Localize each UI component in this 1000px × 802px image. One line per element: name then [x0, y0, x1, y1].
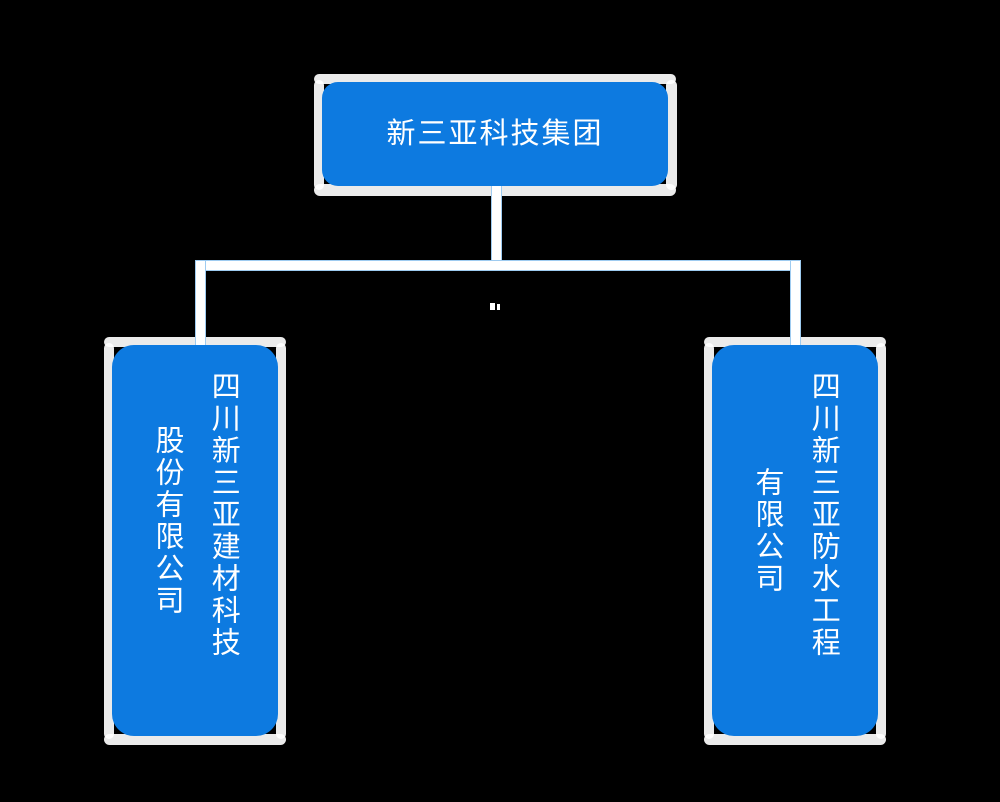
- left-node-halo-left: [104, 343, 114, 739]
- root-node-halo-left: [314, 80, 324, 190]
- right-child-label-column-1: 四川新三亚防水工程: [807, 371, 840, 659]
- right-child-label-column-2: 有限公司: [751, 467, 783, 595]
- left-node-halo-bottom: [104, 734, 286, 745]
- left-node-halo-right: [276, 343, 286, 739]
- org-node-root-label: 新三亚科技集团: [386, 117, 604, 150]
- left-child-vertical-text: 四川新三亚建材科技 股份有限公司: [112, 345, 278, 736]
- org-node-left-child[interactable]: 四川新三亚建材科技 股份有限公司: [112, 345, 278, 736]
- connector-bus-to-right-child: [791, 261, 800, 349]
- root-node-halo-top: [314, 74, 676, 84]
- right-child-vertical-text: 四川新三亚防水工程 有限公司: [712, 345, 878, 736]
- connector-bus-to-left-child: [196, 261, 205, 349]
- left-child-label-column-1: 四川新三亚建材科技: [207, 371, 240, 659]
- connector-artifact-speck-a: [490, 303, 495, 310]
- left-child-label-column-2: 股份有限公司: [151, 425, 183, 617]
- connector-root-to-bus: [492, 186, 501, 264]
- org-node-right-child[interactable]: 四川新三亚防水工程 有限公司: [712, 345, 878, 736]
- org-node-root[interactable]: 新三亚科技集团: [322, 82, 668, 186]
- right-node-halo-left: [704, 343, 714, 739]
- right-node-halo-bottom: [704, 734, 886, 745]
- root-node-halo-right: [666, 80, 677, 190]
- connector-horizontal-bus: [196, 261, 800, 270]
- right-node-halo-right: [876, 343, 886, 739]
- connector-artifact-speck-b: [497, 304, 500, 310]
- left-node-halo-top: [104, 337, 286, 347]
